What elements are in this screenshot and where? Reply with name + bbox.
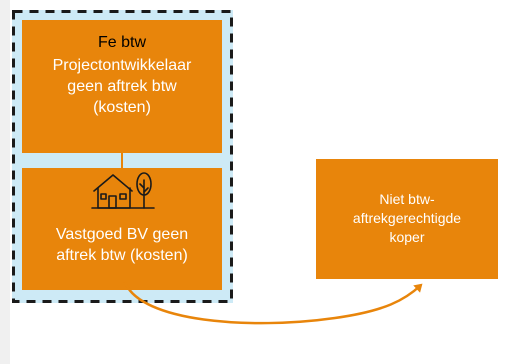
fiscal-unity-group: Fe btw Projectontwikkelaar geen aftrek b… <box>12 10 233 303</box>
buyer-label: Niet btw- aftrekgerechtigde koper <box>352 191 462 245</box>
developer-box: Fe btw Projectontwikkelaar geen aftrek b… <box>22 20 222 153</box>
developer-label: Projectontwikkelaar geen aftrek btw (kos… <box>52 57 192 116</box>
connector-line <box>121 153 123 168</box>
house-icon <box>91 172 155 209</box>
buyer-box: Niet btw- aftrekgerechtigde koper <box>316 159 498 279</box>
property-company-label: Vastgoed BV geen aftrek btw (kosten) <box>55 226 189 264</box>
property-company-box: Vastgoed BV geen aftrek btw (kosten) <box>22 168 222 290</box>
side-panel <box>0 0 10 364</box>
fiscal-unity-title: Fe btw <box>97 34 146 51</box>
